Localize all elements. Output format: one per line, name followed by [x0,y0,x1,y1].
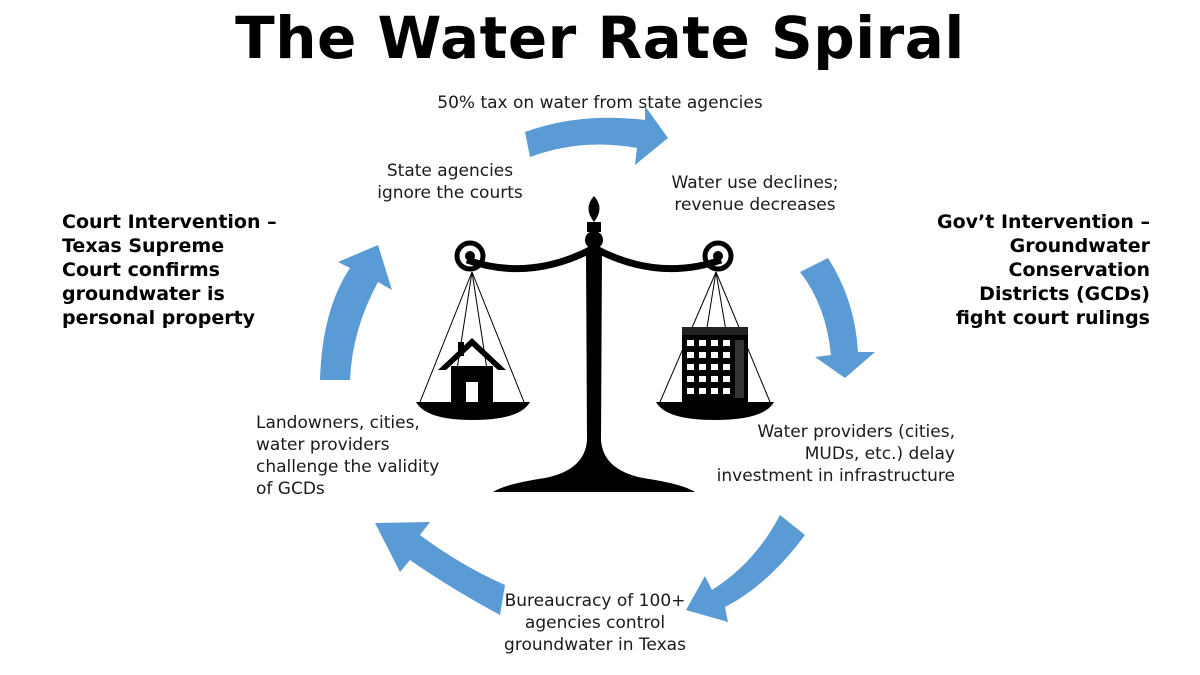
gov-intervention-label: Gov’t Intervention – Groundwater Conserv… [937,211,1150,329]
court-intervention-label: Court Intervention – Texas Supreme Court… [62,211,277,329]
step-bureaucracy: Bureaucracy of 100+ agencies control gro… [504,591,686,655]
cycle-arrow-right [800,258,875,378]
office-building-icon [682,327,748,402]
step-agencies-ignore: State agencies ignore the courts [377,161,523,203]
cycle-arrows [320,106,875,622]
step-providers-delay: Water providers (cities, MUDs, etc.) del… [716,422,955,486]
step-water-use-declines: Water use declines; revenue decreases [671,173,839,215]
cycle-arrow-bottom-right [686,515,805,622]
page-title: The Water Rate Spiral [235,4,965,72]
house-icon [438,338,506,402]
cycle-arrow-bottom-left [375,522,505,615]
scales-of-justice-icon [416,196,774,492]
step-tax: 50% tax on water from state agencies [437,93,763,113]
cycle-arrow-top [525,106,668,165]
cycle-arrow-left [320,245,392,380]
step-landowners-challenge: Landowners, cities, water providers chal… [256,413,440,499]
